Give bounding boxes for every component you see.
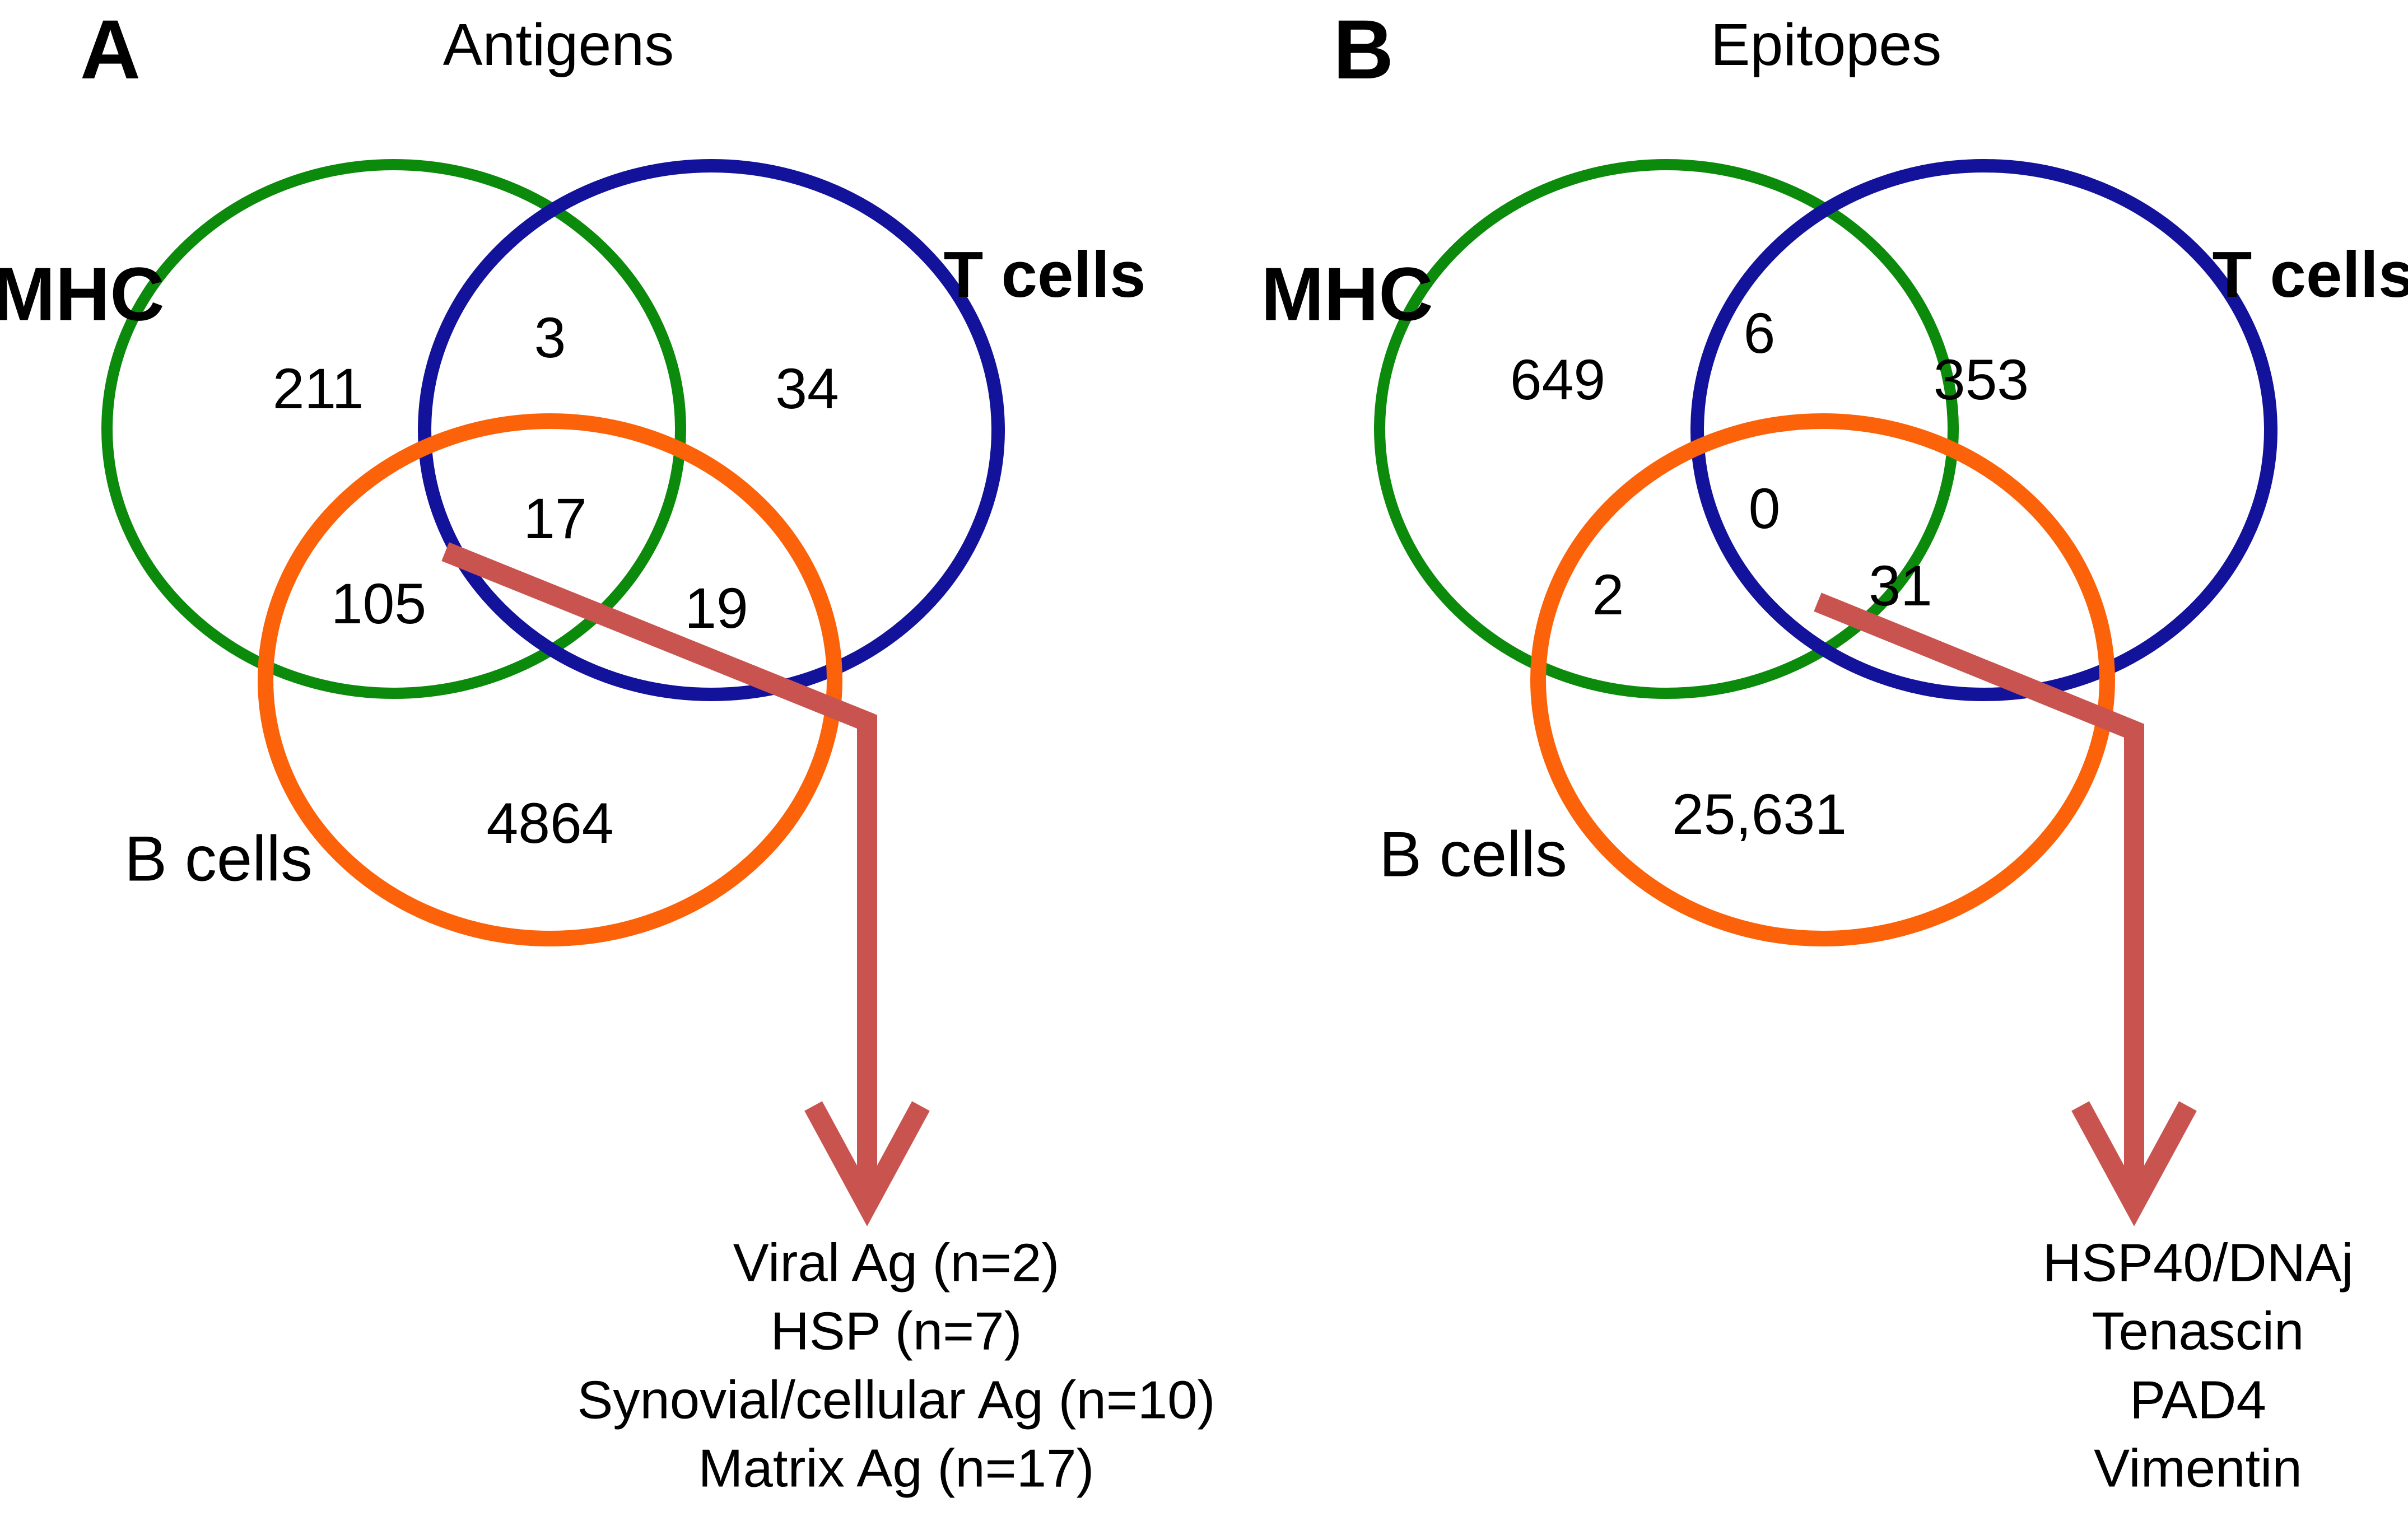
- t-cells-set-label-b: T cells: [2212, 238, 2408, 311]
- callout-line: Tenascin: [2092, 1301, 2304, 1361]
- b-cells-circle-a: [258, 413, 842, 946]
- b-cells-set-label-b: B cells: [1379, 819, 1567, 890]
- t-cells-circle-a: [418, 159, 1005, 701]
- callout-line: HSP40/DNAj: [2043, 1233, 2354, 1293]
- count-t-only-a: 34: [775, 357, 839, 421]
- callout-list-b: HSP40/DNAj Tenascin PAD4 Vimentin: [2043, 1233, 2354, 1499]
- mhc-set-label-b: MHC: [1261, 252, 1433, 337]
- callout-line: Viral Ag (n=2): [733, 1233, 1060, 1293]
- mhc-set-label-a: MHC: [0, 252, 165, 337]
- callout-line: Synovial/cellular Ag (n=10): [577, 1370, 1215, 1430]
- b-cells-set-label-a: B cells: [124, 824, 313, 895]
- t-cells-set-label-a: T cells: [943, 238, 1145, 311]
- count-mhc-and-t-a: 3: [534, 306, 566, 370]
- mhc-circle-a: [101, 159, 686, 699]
- count-triple-a: 17: [523, 487, 586, 550]
- callout-line: PAD4: [2130, 1370, 2266, 1430]
- panel-b-label: B: [1333, 2, 1394, 96]
- callout-line: Vimentin: [2094, 1439, 2302, 1499]
- count-b-only-b: 25,631: [1672, 782, 1847, 846]
- count-t-only-b: 353: [1934, 348, 2029, 412]
- panel-b-title: Epitopes: [1711, 12, 1942, 78]
- callout-arrow-a: [441, 542, 930, 1226]
- count-mhc-only-a: 211: [273, 357, 364, 421]
- count-t-and-b-b: 31: [1869, 554, 1932, 618]
- count-b-only-a: 4864: [487, 791, 614, 855]
- callout-list-a: Viral Ag (n=2) HSP (n=7) Synovial/cellul…: [577, 1233, 1215, 1499]
- b-cells-circle-b: [1530, 413, 2115, 946]
- count-mhc-only-b: 649: [1510, 348, 1605, 412]
- count-mhc-and-b-b: 2: [1592, 563, 1624, 627]
- panel-b: B Epitopes MHC T cells B cells 649 6 353…: [1261, 2, 2408, 1499]
- count-triple-b: 0: [1749, 477, 1781, 540]
- panel-a-title: Antigens: [443, 12, 674, 78]
- callout-line: Matrix Ag (n=17): [698, 1439, 1094, 1499]
- callout-arrow-b: [1814, 592, 2197, 1226]
- panel-a-label: A: [80, 2, 141, 96]
- t-cells-circle-b: [1690, 159, 2277, 701]
- count-mhc-and-b-a: 105: [331, 572, 426, 636]
- panel-a: A Antigens MHC T cells B cells 211 3 34 …: [0, 2, 1215, 1499]
- callout-line: HSP (n=7): [770, 1301, 1022, 1361]
- count-t-and-b-a: 19: [684, 576, 748, 640]
- count-mhc-and-t-b: 6: [1744, 301, 1776, 365]
- mhc-circle-b: [1374, 159, 1959, 699]
